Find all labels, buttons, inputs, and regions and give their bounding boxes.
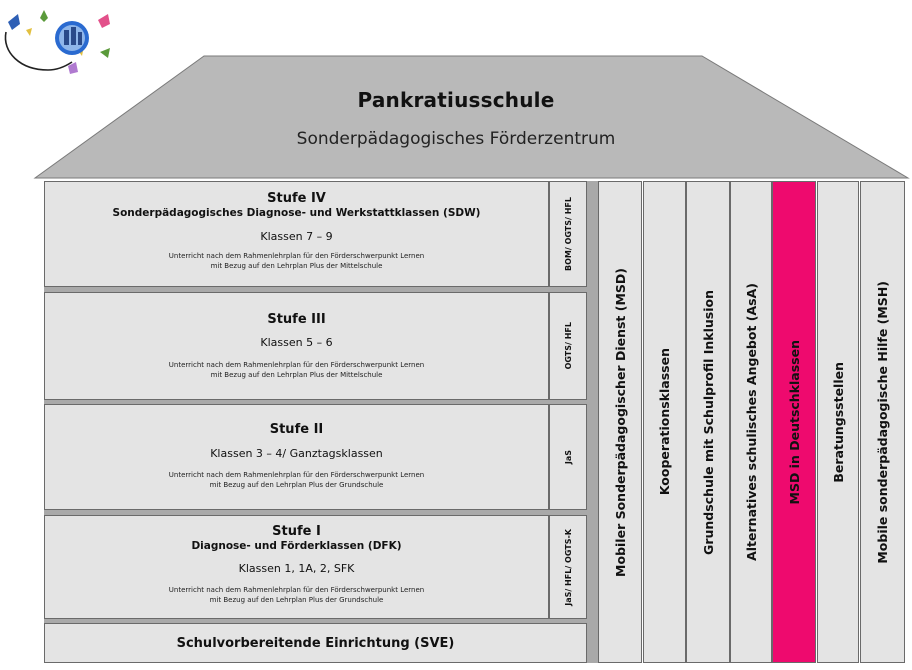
column-grundschule-inklusion: Grundschule mit Schulprofil Inklusion bbox=[686, 181, 730, 663]
separator-band bbox=[44, 400, 587, 404]
stage-classes: Klassen 7 – 9 bbox=[260, 230, 333, 243]
column-beratungsstellen: Beratungsstellen bbox=[817, 181, 859, 663]
stage-1-tag: JaS/ HFL/ OGTS-K bbox=[549, 515, 587, 619]
separator-band bbox=[44, 287, 587, 292]
stage-note-line1: Unterricht nach dem Rahmenlehrplan für d… bbox=[168, 471, 425, 479]
column-asa: Alternatives schulisches Angebot (AsA) bbox=[730, 181, 772, 663]
stage-classes: Klassen 3 – 4/ Ganztagsklassen bbox=[210, 447, 383, 460]
stage-note-line1: Unterricht nach dem Rahmenlehrplan für d… bbox=[168, 586, 425, 594]
stage-note-line2: mit Bezug auf den Lehrplan Plus der Mitt… bbox=[210, 262, 383, 270]
stage-note-line1: Unterricht nach dem Rahmenlehrplan für d… bbox=[168, 361, 425, 369]
separator-band bbox=[44, 510, 587, 515]
school-logo-icon bbox=[4, 10, 110, 74]
sve-panel: Schulvorbereitende Einrichtung (SVE) bbox=[44, 623, 587, 663]
separator-band bbox=[44, 619, 587, 623]
column-msd-deutschklassen: MSD in Deutschklassen bbox=[772, 181, 816, 663]
column-kooperationsklassen: Kooperationsklassen bbox=[643, 181, 686, 663]
column-msh: Mobile sonderpädagogische Hilfe (MSH) bbox=[860, 181, 905, 663]
stage-4-tag: BOM/ OGTS/ HFL bbox=[549, 181, 587, 287]
school-subtitle: Sonderpädagogisches Förderzentrum bbox=[296, 129, 616, 149]
stage-2-panel: Stufe II Klassen 3 – 4/ Ganztagsklassen … bbox=[44, 404, 549, 510]
stage-subtitle: Sonderpädagogisches Diagnose- und Werkst… bbox=[112, 207, 481, 219]
column-separator bbox=[587, 181, 598, 663]
stage-note-line2: mit Bezug auf den Lehrplan Plus der Mitt… bbox=[210, 371, 383, 379]
stage-classes: Klassen 5 – 6 bbox=[260, 336, 333, 349]
stage-3-tag: OGTS/ HFL bbox=[549, 292, 587, 400]
stage-note-line2: mit Bezug auf den Lehrplan Plus der Grun… bbox=[209, 596, 384, 604]
stage-title: Stufe II bbox=[269, 422, 324, 437]
stage-3-panel: Stufe III Klassen 5 – 6 Unterricht nach … bbox=[44, 292, 549, 400]
stage-4-panel: Stufe IV Sonderpädagogisches Diagnose- u… bbox=[44, 181, 549, 287]
stage-note-line1: Unterricht nach dem Rahmenlehrplan für d… bbox=[168, 252, 425, 260]
stage-note-line2: mit Bezug auf den Lehrplan Plus der Grun… bbox=[209, 481, 384, 489]
roof-shape bbox=[33, 55, 910, 179]
school-name: Pankratiusschule bbox=[357, 88, 555, 112]
stage-2-tag: JaS bbox=[549, 404, 587, 510]
stage-1-panel: Stufe I Diagnose- und Förderklassen (DFK… bbox=[44, 515, 549, 619]
stage-classes: Klassen 1, 1A, 2, SFK bbox=[238, 562, 355, 575]
column-msd: Mobiler Sonderpädagogischer Dienst (MSD) bbox=[598, 181, 642, 663]
stage-title: Stufe III bbox=[267, 312, 326, 327]
stage-title: Stufe IV bbox=[267, 191, 326, 206]
stage-subtitle: Diagnose- und Förderklassen (DFK) bbox=[191, 540, 402, 552]
stage-title: Stufe I bbox=[272, 524, 321, 539]
